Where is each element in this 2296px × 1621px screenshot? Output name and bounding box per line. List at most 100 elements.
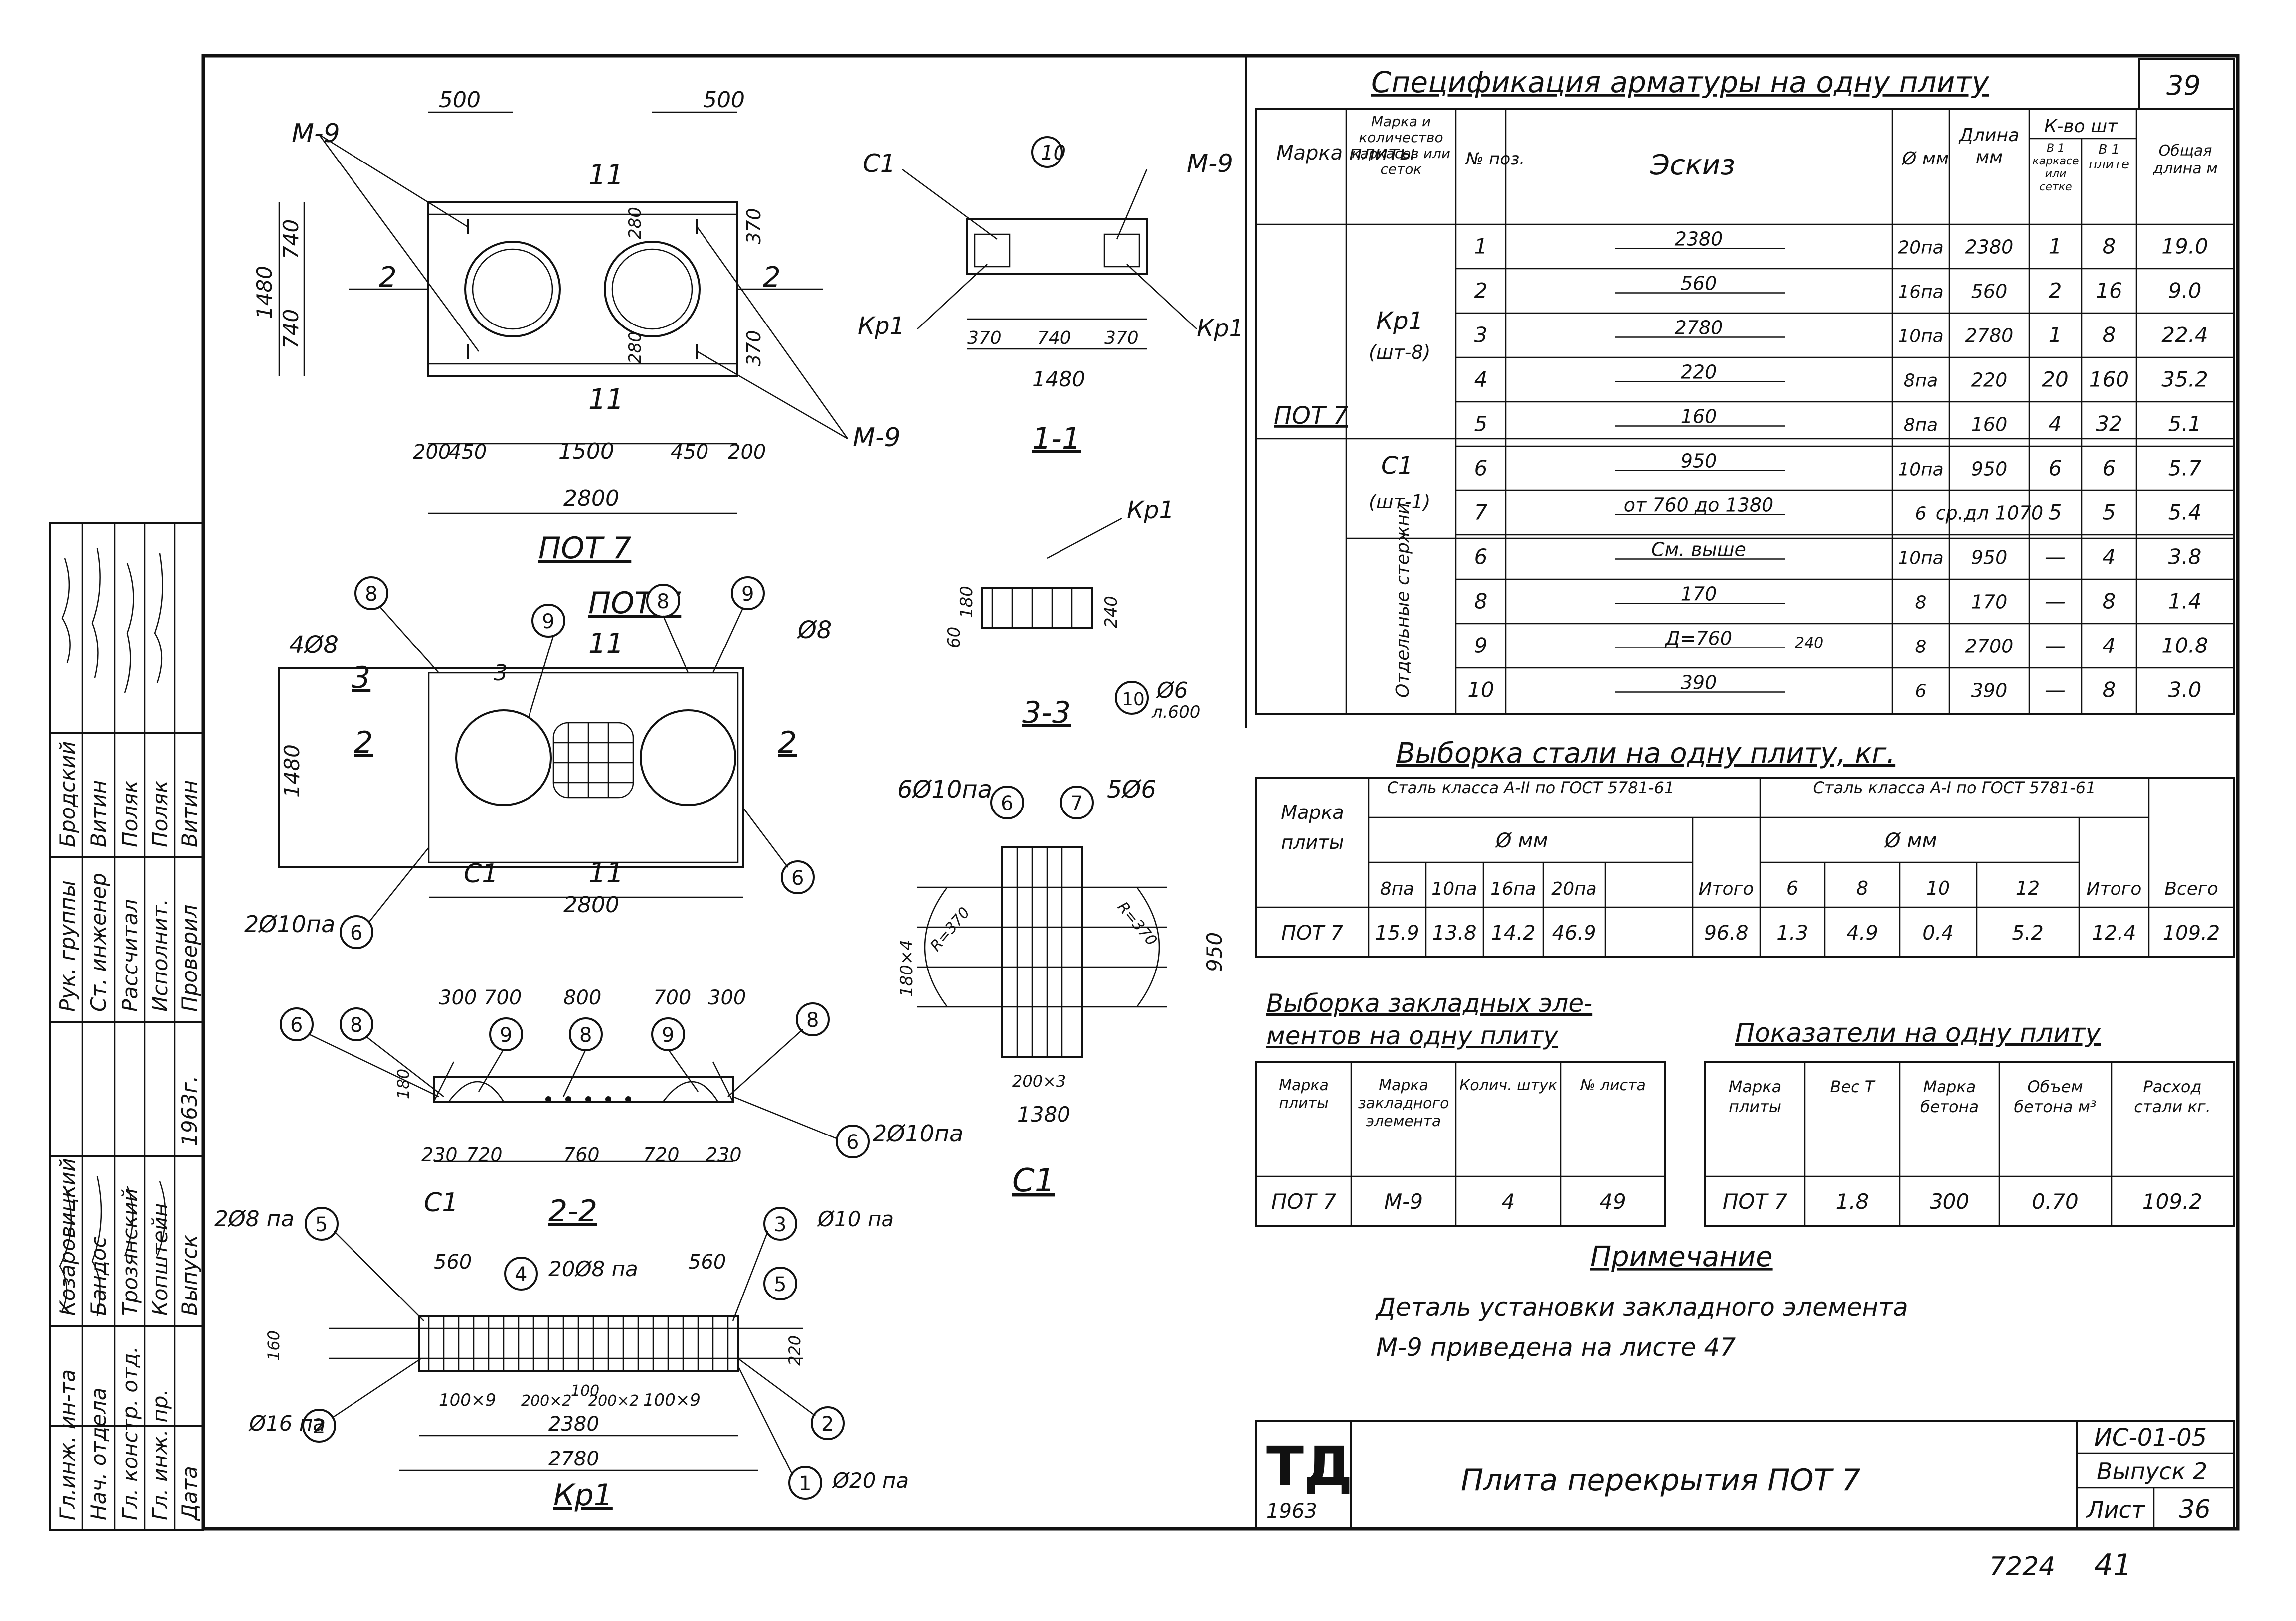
stamp-name-4: Поляк [148,780,172,847]
indicators-header-wrap: Объем бетона м³ [2014,1077,2097,1116]
signature-7 [124,1186,134,1257]
spec-cell-qty-frame: — [2045,634,2066,658]
section-mark-2-right: 2 [763,261,781,294]
spec-cell-sketch: 390 [1681,672,1717,694]
spec-h-qp-wrap: В 1 плите [2089,142,2129,172]
bar-f6: Ø6 [1156,678,1188,703]
steel-val-grand: 109.2 [2163,922,2220,945]
indicators-cell: 1.8 [1836,1189,1869,1214]
indicators-header: Объем бетона м³ [2014,1077,2097,1116]
kr1-title: Кр1 [553,1478,613,1513]
dim-180x4: 180×4 [897,940,917,997]
bar-f16: Ø16 па [248,1411,326,1436]
spec-h-frame: Марка и количество каркасов или сеток [1351,114,1451,177]
spec-cell-pos: 2 [1474,279,1488,303]
embedded-table: Выборка закладных эле- ментов на одну пл… [1255,989,1666,1227]
pos8-bubble-sec22a: 8 [350,1014,362,1037]
dim-500-right: 500 [703,87,745,113]
spec-cell-sketch: См. выше [1651,539,1746,561]
m9-label-sec11: М-9 [1187,149,1233,178]
spec-cell-dia: 20па [1898,238,1943,258]
spec-cell-qty-frame: 6 [2049,456,2062,481]
steel-col-a1: 8 [1856,877,1868,899]
dim-r370-left: R=370 [927,904,973,955]
pos9-bubble-a: 9 [542,610,554,633]
note-line-2: М-9 приведена на листе 47 [1376,1333,1736,1362]
pos6-bubble-sec22a: 6 [290,1014,303,1037]
spec-group-kr1-sub: (шт-8) [1369,341,1430,363]
bottom-number-1: 7224 [1989,1552,2055,1582]
spec-cell-pos: 6 [1474,456,1488,481]
steel-col-a1: 6 [1786,877,1798,899]
spec-cell-dia: 8па [1904,371,1938,391]
dim-740-top: 740 [279,219,303,259]
embedded-cell: 4 [1502,1189,1515,1214]
bar-5f6: 5Ø6 [1107,776,1156,804]
pos3-bubble: 3 [774,1213,786,1236]
dim-240-sec33: 240 [1101,596,1121,628]
stamp-name2-4: Копштейн [148,1203,172,1316]
spec-cell-sketch: 560 [1681,273,1717,295]
spec-cell-total: 9.0 [2168,279,2202,303]
spec-h-total-wrap: Общая длина м [2153,142,2218,177]
steel-col-a2: 20па [1551,879,1596,899]
pos9-bubble-sec22a: 9 [500,1024,512,1047]
indicators-header: Марка бетона [1920,1077,1979,1116]
indicators-header: Марка плиты [1728,1077,1782,1116]
pos8-bubble-b: 8 [657,590,669,613]
pos9-bubble-b: 9 [741,583,754,606]
spec-cell-qty-frame: — [2045,589,2066,614]
bar-f8: Ø8 [797,616,832,644]
stamp-date: 1963г. [177,1076,202,1146]
title-issue: Выпуск 2 [2097,1458,2207,1485]
c1-title: С1 [1012,1162,1055,1199]
dim-60-sec33: 60 [944,627,964,648]
spec-h-qf-wrap: В 1 каркасе или сетке [2032,142,2079,193]
steel-val-total-a1: 12.4 [2092,922,2136,945]
section-mark-11-mid2: 11 [588,857,624,889]
spec-group-c1: С1 [1381,452,1413,480]
dim-500-left: 500 [439,87,481,113]
note-title: Примечание [1590,1241,1773,1273]
steel-col-a2: 10па [1431,879,1477,899]
dim-200x2-right: 200×2 [588,1392,639,1410]
bar-f10: Ø10 па [817,1207,894,1231]
spec-h-qf: В 1 каркасе или сетке [2032,142,2079,193]
spec-plate-mark: ПОТ 7 [1274,402,1348,430]
stamp-role2-3: Гл. констр. отд. [118,1346,142,1520]
steel-h-class2: Сталь класса А-II по ГОСТ 5781-61 [1387,779,1675,797]
indicators-cell: 0.70 [2032,1189,2079,1214]
dim-760: 760 [563,1144,600,1166]
spec-cell-sketch: 950 [1681,450,1717,472]
embedded-header: № листа [1580,1077,1646,1094]
dim-370-top: 370 [743,208,765,244]
sheet-number-top: 39 [2166,70,2201,101]
dim-1480-mid: 1480 [280,744,304,798]
title-logo: ТД [1266,1435,1353,1498]
pos8-bubble-a: 8 [365,583,377,606]
dim-220: 220 [785,1335,804,1366]
steel-val-a1: 5.2 [2012,922,2044,945]
bar-6f10: 6Ø10па [897,776,992,804]
steel-h-mark-wrap: Марка плиты [1281,802,1344,853]
kr1-label-sec11-left: Кр1 [858,312,905,340]
dim-560-left: 560 [434,1251,472,1274]
spec-cell-pos: 1 [1474,234,1488,259]
steel-val-a1: 0.4 [1922,922,1954,945]
kr1-label-sec33: Кр1 [1127,496,1174,524]
spec-cell-total: 3.8 [2168,545,2202,569]
bar-4f8: 4Ø8 [289,631,339,659]
spec-cell-dia: 8па [1904,415,1938,436]
spec-cell-sketch: от 760 до 1380 [1624,494,1773,516]
spec-cell-pos: 10 [1467,678,1494,702]
sec33-title: 3-3 [1022,695,1071,730]
title-code: ИС-01-05 [2094,1424,2207,1452]
indicators-header-wrap: Марка плиты [1728,1077,1782,1116]
spec-cell-total: 1.4 [2168,589,2202,614]
stamp-name-5: Витин [177,780,202,847]
bar-2f10-mid: 2Ø10па [244,911,335,938]
pos2-bubble-b: 2 [821,1413,834,1436]
steel-val-a1: 4.9 [1846,922,1878,945]
dim-720-right: 720 [643,1144,680,1166]
